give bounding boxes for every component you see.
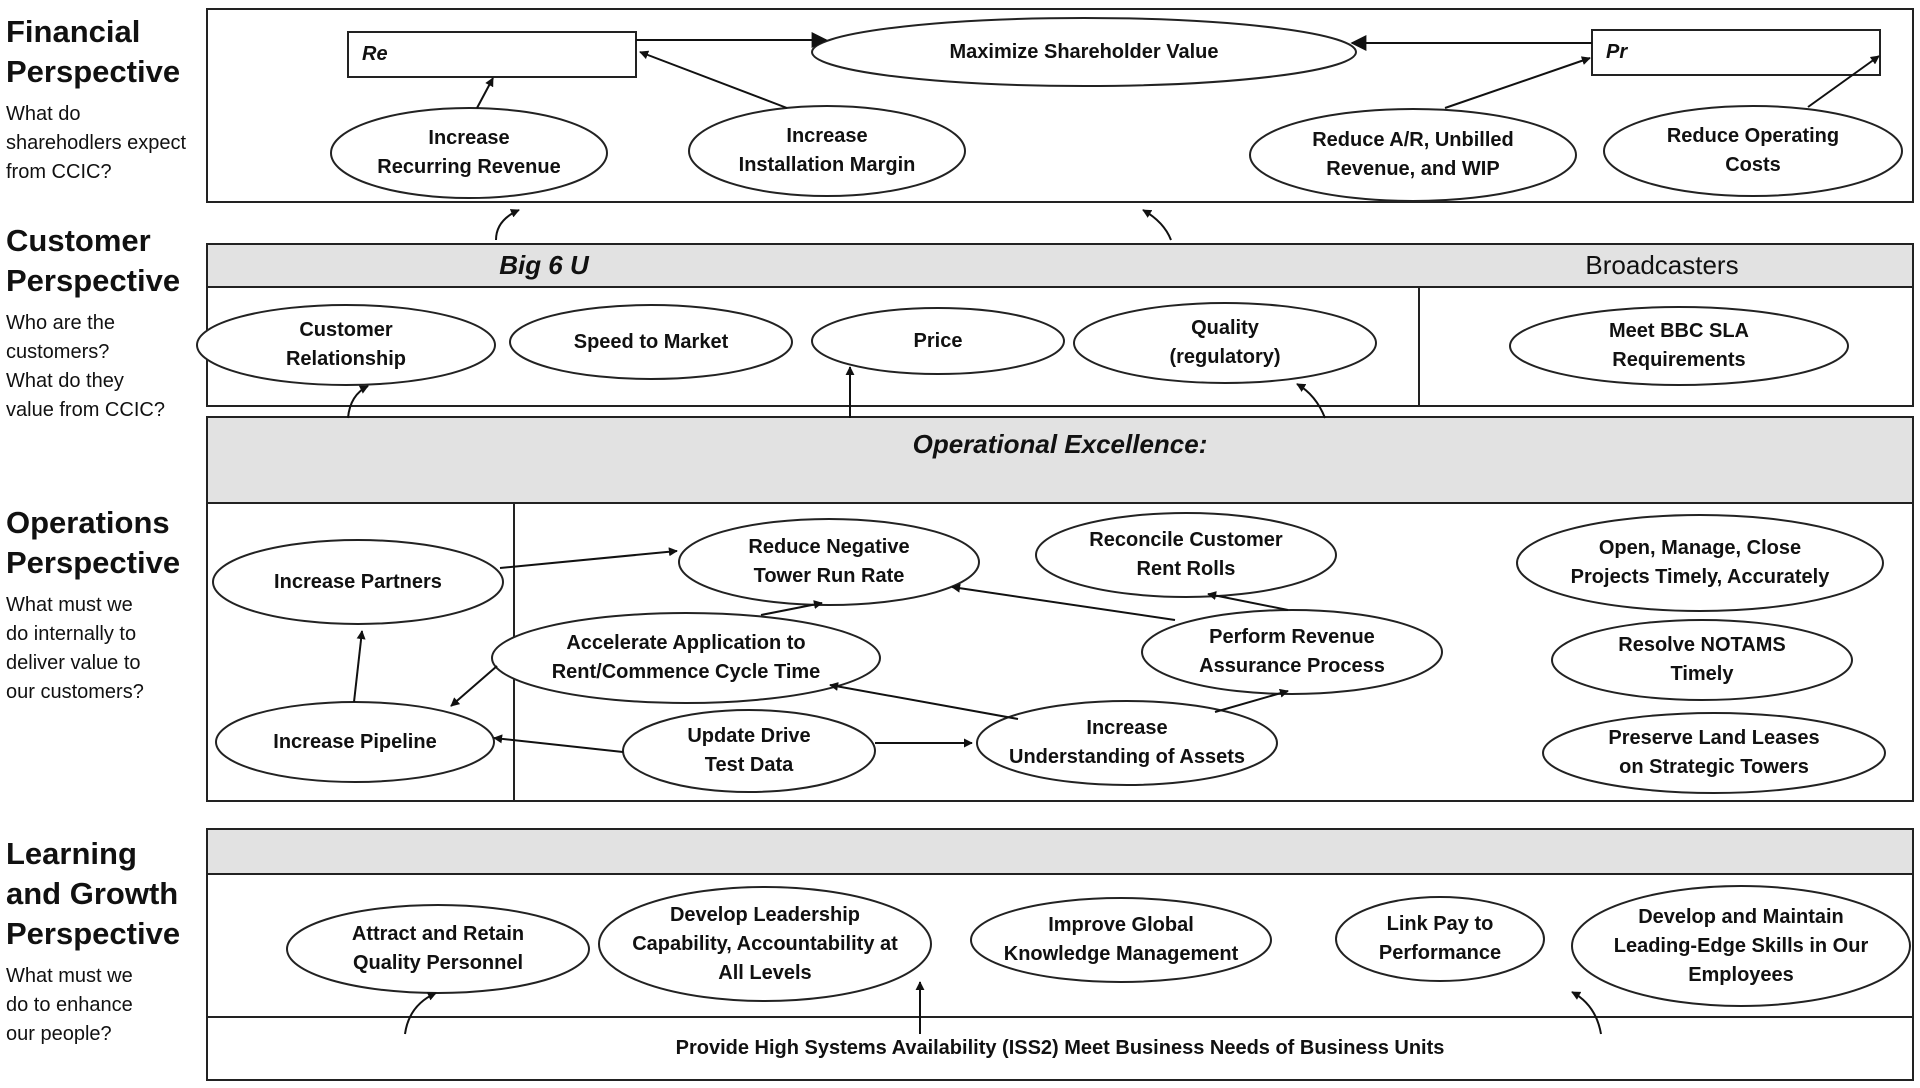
operations-perspective-label: Operations Perspective What must we do i… [6, 503, 180, 707]
node-increase-installation-margin [688, 105, 966, 197]
node-speed-to-market [509, 304, 793, 380]
node-revenue-box [347, 31, 637, 78]
customer-panel [206, 243, 1914, 407]
node-increase-pipeline [215, 701, 495, 783]
node-productivity-box [1591, 29, 1881, 76]
financial-perspective-label: Financial Perspective What do sharehodle… [6, 12, 186, 187]
learning-perspective-label: Learning and Growth Perspective What mus… [6, 834, 180, 1049]
node-preserve-land-leases [1542, 712, 1886, 794]
node-open-manage-close [1516, 514, 1884, 612]
node-link-pay [1335, 896, 1545, 982]
learning-band [206, 828, 1914, 875]
customer-perspective-question: Who are the customers? What do they valu… [6, 312, 165, 421]
financial-perspective-title: Financial Perspective [6, 14, 181, 89]
node-maximize-shareholder-value [811, 17, 1357, 87]
node-improve-knowledge [970, 897, 1272, 983]
node-price [811, 307, 1065, 375]
node-reduce-operating-costs [1603, 105, 1903, 197]
node-accelerate-application [491, 612, 881, 704]
operations-perspective-title: Operations Perspective [6, 505, 181, 580]
node-increase-partners [212, 539, 504, 625]
node-develop-leadership [598, 886, 932, 1002]
financial-panel [206, 8, 1914, 203]
customer-perspective-title: Customer Perspective [6, 223, 181, 298]
customer-perspective-label: Customer Perspective Who are the custome… [6, 221, 180, 425]
operations-panel [206, 416, 1914, 802]
node-revenue-assurance [1141, 609, 1443, 695]
learning-panel [206, 828, 1914, 1081]
operations-perspective-question: What must we do internally to deliver va… [6, 594, 144, 703]
node-reconcile-customer [1035, 512, 1337, 598]
financial-perspective-question: What do sharehodlers expect from CCIC? [6, 103, 187, 183]
node-attract-retain [286, 904, 590, 994]
node-quality [1073, 302, 1377, 384]
operations-band [206, 416, 1914, 504]
node-customer-relationship [196, 304, 496, 386]
node-develop-skills [1571, 885, 1911, 1007]
learning-perspective-question: What must we do to enhance our people? [6, 965, 133, 1045]
node-increase-understanding [976, 700, 1278, 786]
learning-perspective-title: Learning and Growth Perspective [6, 836, 181, 951]
node-reduce-negative-tower [678, 518, 980, 606]
customer-band [206, 243, 1914, 288]
node-meet-bbc-sla [1509, 306, 1849, 386]
node-reduce-ar [1249, 108, 1577, 202]
node-update-drive-test [622, 709, 876, 793]
node-resolve-notams [1551, 619, 1853, 701]
node-increase-recurring-revenue [330, 107, 608, 199]
